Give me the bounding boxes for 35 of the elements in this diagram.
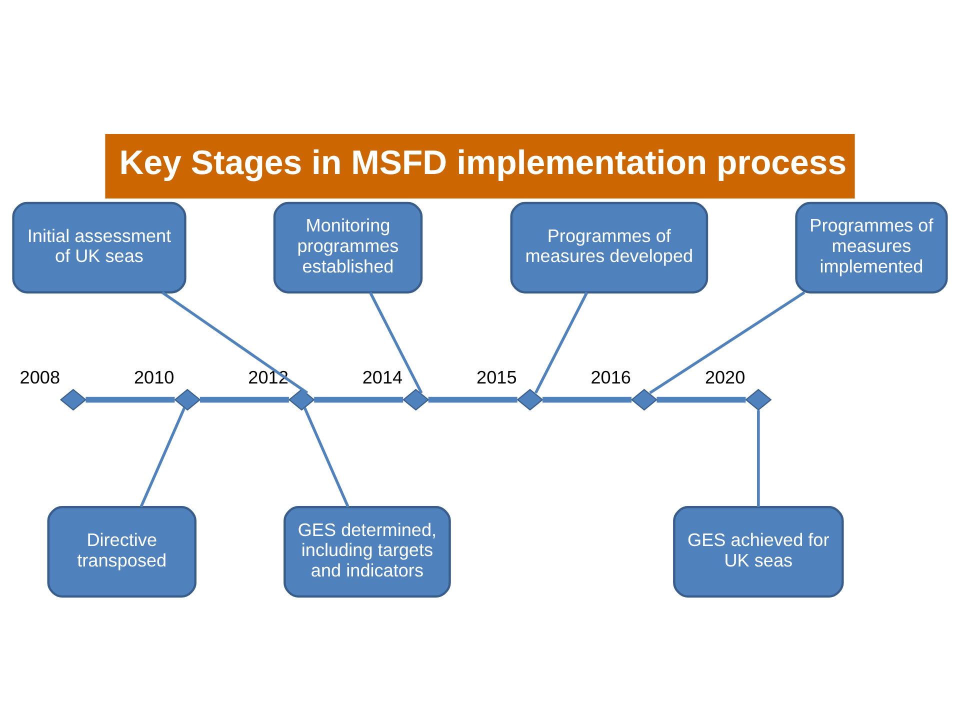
connector xyxy=(534,292,588,394)
node-diamond xyxy=(288,388,315,411)
node-box: Initial assessment of UK seas xyxy=(12,202,186,294)
connector xyxy=(86,396,175,403)
connector xyxy=(303,407,350,508)
node-label: 2015 xyxy=(476,368,517,388)
node-box: Directive transposed xyxy=(47,506,196,598)
node-box: Programmes of measures developed xyxy=(510,202,708,294)
node-diamond xyxy=(402,388,430,411)
node-label: 2012 xyxy=(248,368,288,388)
node-label: 2010 xyxy=(134,368,174,388)
node-diamond xyxy=(745,388,772,411)
node-label: 2020 xyxy=(704,368,746,388)
node-diamond xyxy=(630,388,658,411)
connector xyxy=(369,292,423,394)
connector xyxy=(649,291,806,394)
node-box: Monitoring programmes established xyxy=(273,202,423,294)
connector xyxy=(542,396,632,403)
node-diamond xyxy=(60,388,87,411)
node-diamond xyxy=(516,388,544,411)
node-box: GES achieved for UK seas xyxy=(673,506,844,598)
node-label: 2016 xyxy=(590,368,631,388)
connector xyxy=(428,396,518,403)
connector xyxy=(161,291,308,394)
node-diamond xyxy=(174,388,201,411)
node-label: 2014 xyxy=(362,368,403,388)
node-box: Programmes of measures implemented xyxy=(795,202,948,294)
diagram-title: Key Stages in MSFD implementation process xyxy=(119,144,847,182)
connector xyxy=(314,396,404,403)
node-label: 2008 xyxy=(20,368,60,388)
connector xyxy=(140,407,186,508)
node-box: GES determined, including targets and indicators xyxy=(284,506,451,598)
connector xyxy=(656,396,746,403)
connector xyxy=(200,396,289,403)
connector xyxy=(757,410,760,507)
